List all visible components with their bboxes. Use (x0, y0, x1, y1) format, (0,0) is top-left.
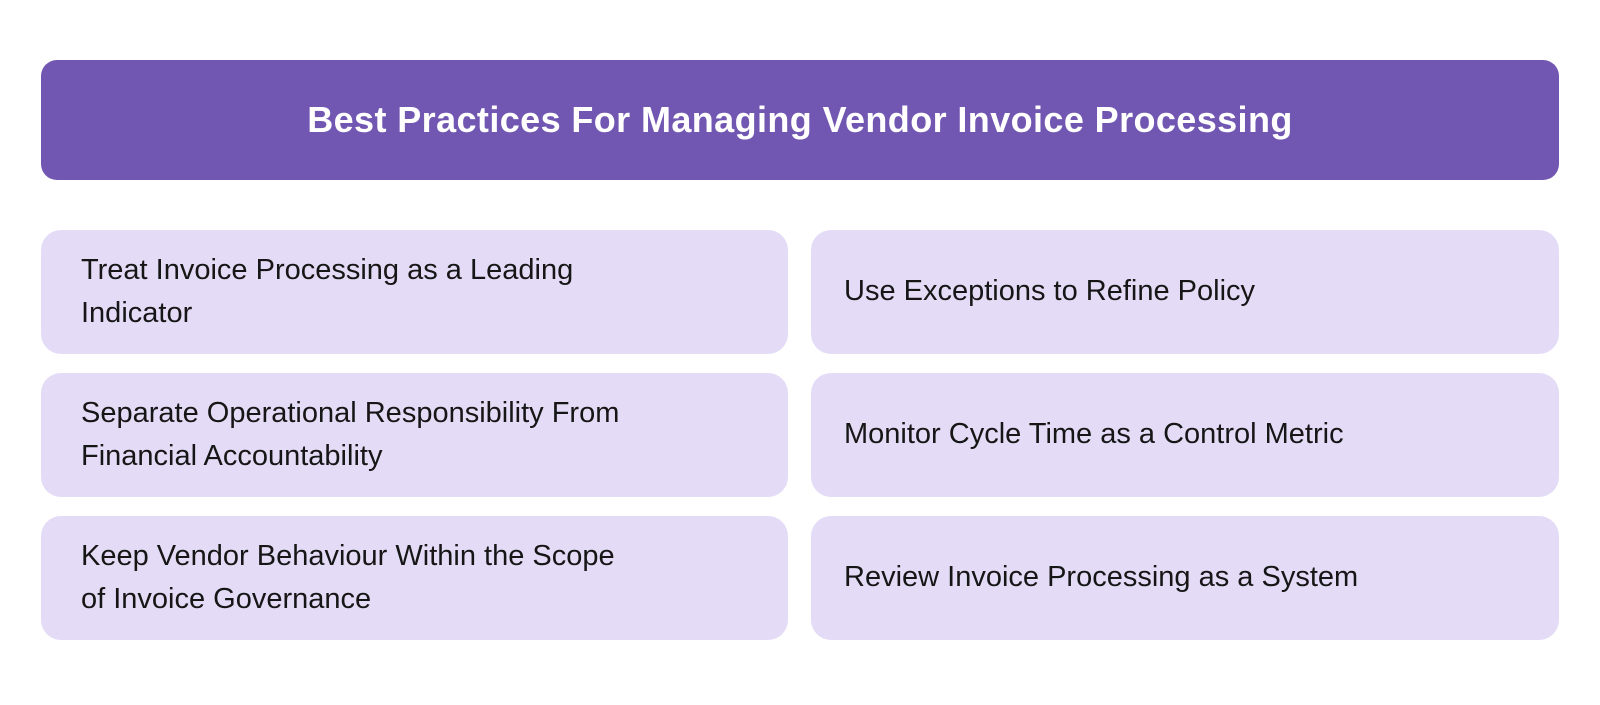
card-use-exceptions-refine-policy: Use Exceptions to Refine Policy (811, 230, 1559, 354)
card-label: Use Exceptions to Refine Policy (844, 275, 1256, 308)
cards-grid: Treat Invoice Processing as a Leading In… (41, 230, 1559, 640)
card-keep-vendor-behaviour-governance-scope: Keep Vendor Behaviour Within the Scope o… (41, 516, 788, 640)
header-banner: Best Practices For Managing Vendor Invoi… (41, 60, 1559, 180)
card-separate-responsibility-accountability: Separate Operational Responsibility From… (41, 373, 788, 497)
card-label: Treat Invoice Processing as a Leading In… (81, 253, 574, 330)
card-label: Review Invoice Processing as a System (844, 561, 1359, 594)
card-label: Separate Operational Responsibility From… (81, 396, 620, 473)
card-label: Monitor Cycle Time as a Control Metric (844, 418, 1344, 451)
card-treat-invoice-leading-indicator: Treat Invoice Processing as a Leading In… (41, 230, 788, 354)
card-review-invoice-processing-system: Review Invoice Processing as a System (811, 516, 1559, 640)
page-title: Best Practices For Managing Vendor Invoi… (307, 99, 1293, 140)
card-label: Keep Vendor Behaviour Within the Scope o… (81, 539, 615, 616)
card-monitor-cycle-time-control-metric: Monitor Cycle Time as a Control Metric (811, 373, 1559, 497)
